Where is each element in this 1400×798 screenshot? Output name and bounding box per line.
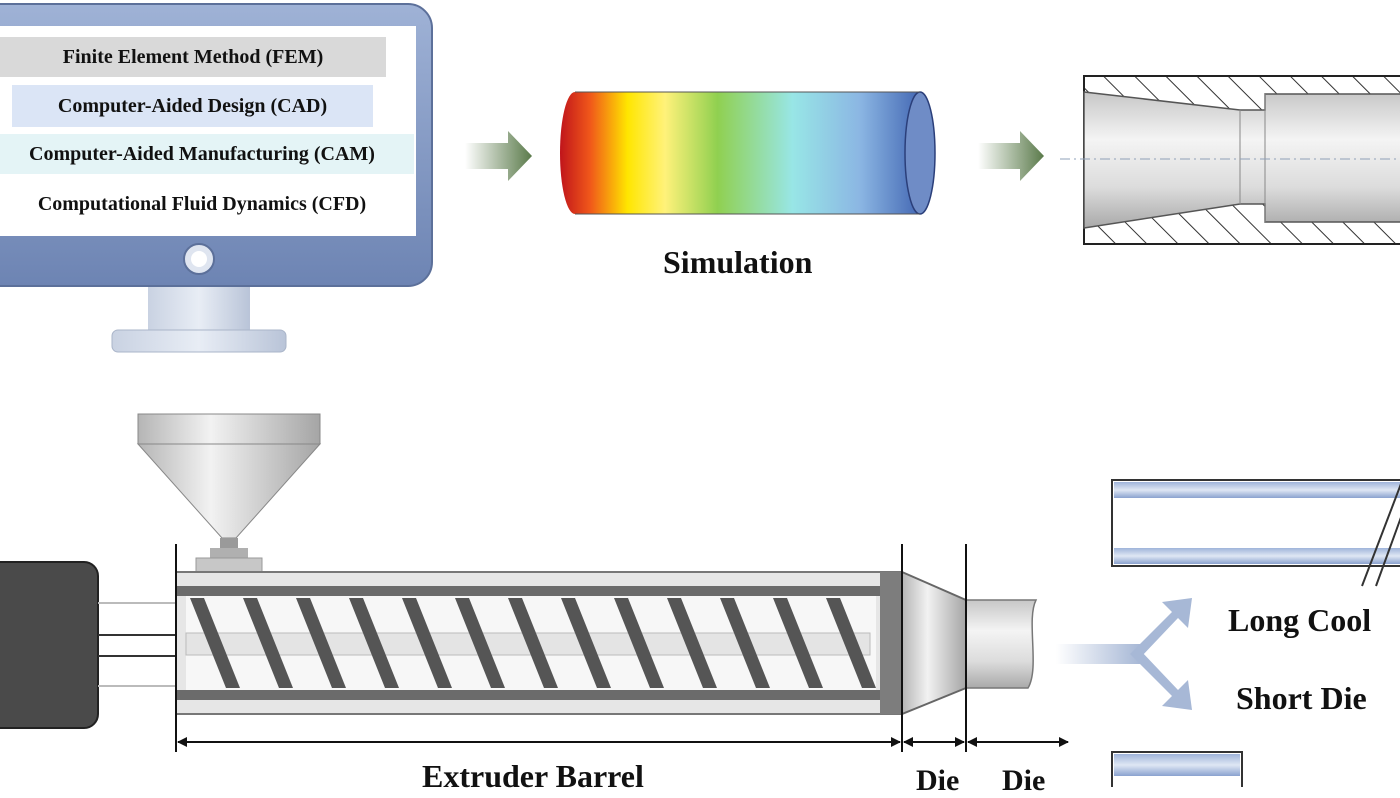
die-flow-channel [1083,91,1400,229]
simulation-cylinder-end [904,91,936,215]
simulation-cylinder-body [560,92,935,214]
monitor-power-button-center [191,251,207,267]
die-cross-section [1060,75,1400,245]
extruder-die [901,570,967,716]
extrudate [965,599,1038,689]
short-die-pipe [1111,751,1243,787]
screw-flight [296,598,346,688]
screw-flight [614,598,664,688]
short-die-label: Short Die [1236,680,1367,716]
screw-flight [243,598,293,688]
simulation-cylinder [560,91,936,215]
screw-flight [667,598,717,688]
hopper [136,413,322,573]
monitor-stand-neck [148,282,250,334]
tool-fem: Finite Element Method (FEM) [0,37,386,77]
screw-flight [720,598,770,688]
arrow-to-simulation-icon [465,131,532,181]
screw-flights [190,598,876,688]
tool-cam: Computer-Aided Manufacturing (CAM) [0,134,414,174]
long-cooling-pipe [1111,479,1400,587]
barrel-end-plate [880,572,902,714]
die-label-2: Die [1002,764,1046,797]
dimension-markers [175,544,1069,752]
screw-flight [455,598,505,688]
screw-flight [402,598,452,688]
tool-cfd: Computational Fluid Dynamics (CFD) [0,184,414,224]
tool-cad: Computer-Aided Design (CAD) [12,85,373,127]
arrow-to-die-design-icon [978,131,1044,181]
long-cooling-label: Long Cool [1228,602,1372,638]
monitor-stand-base [111,329,287,353]
screw-flight [773,598,823,688]
screw-flight [826,598,876,688]
extruder-barrel-label: Extruder Barrel [422,758,644,794]
screw-flight [349,598,399,688]
branch-arrows-icon [1056,598,1192,710]
screw-flight [561,598,611,688]
screw-flight [508,598,558,688]
extruder-barrel [175,571,903,715]
motor-block [0,561,99,729]
die-label: Die [916,764,960,797]
simulation-label: Simulation [663,244,813,280]
drive-shaft [98,602,178,687]
screw-flight [190,598,240,688]
